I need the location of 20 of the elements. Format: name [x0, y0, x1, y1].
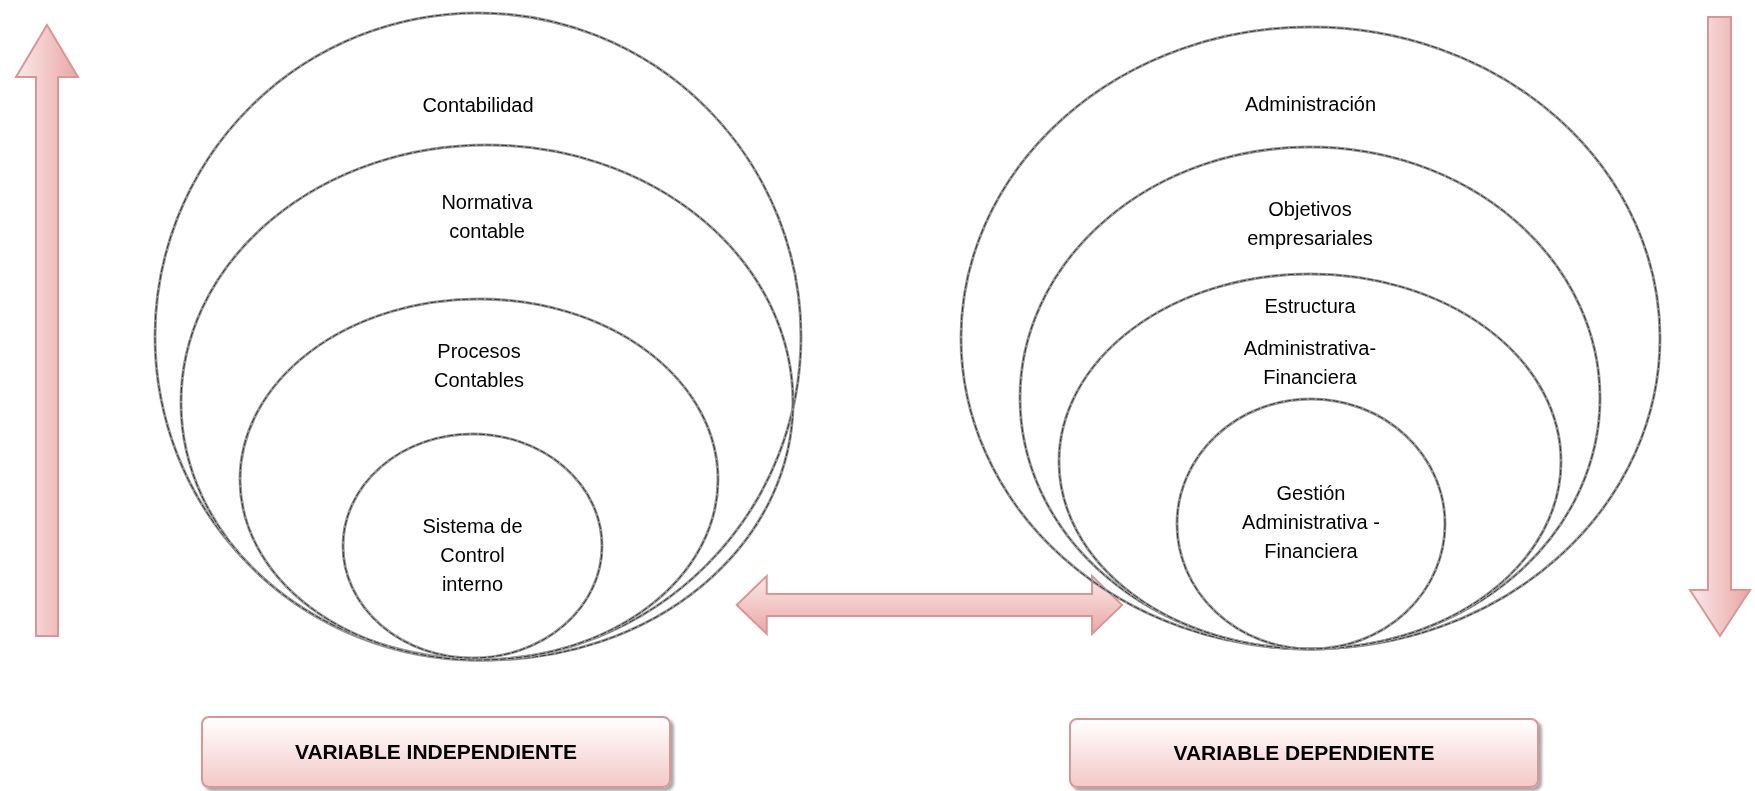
ellipse	[1018, 145, 1602, 651]
label-box: VARIABLE INDEPENDIENTE	[201, 716, 671, 788]
ellipse-label: Contabilidad	[421, 93, 535, 118]
ellipse-label: Administración	[1243, 92, 1378, 117]
ellipse-label: Objetivos empresariales	[1246, 197, 1374, 251]
double-arrow	[735, 573, 1124, 637]
label-box: VARIABLE DEPENDIENTE	[1069, 718, 1539, 788]
ellipse	[1057, 272, 1563, 651]
ellipse-label: Administrativa-Financiera	[1242, 336, 1378, 390]
ellipse	[1175, 397, 1447, 651]
ellipse	[179, 143, 795, 662]
ellipse-label: Sistema de Control interno	[421, 514, 524, 597]
ellipse	[959, 25, 1662, 651]
ellipse-label: Procesos Contables	[432, 339, 526, 393]
ellipse-label: Normativa contable	[440, 190, 534, 244]
ellipse	[341, 432, 604, 660]
ellipse-label: Estructura	[1263, 294, 1357, 319]
ellipse	[238, 297, 720, 662]
ellipse-label: Gestión Administrativa - Financiera	[1241, 481, 1381, 564]
ellipse	[153, 11, 803, 662]
